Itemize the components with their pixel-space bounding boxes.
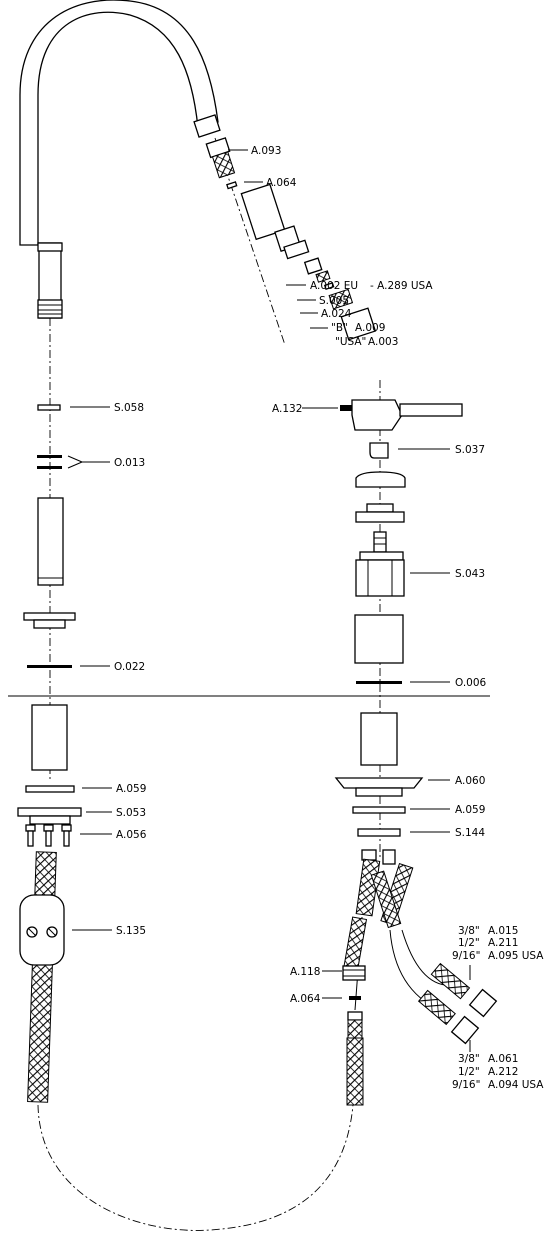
label-a060: A.060 — [455, 775, 485, 787]
supply-hoses — [370, 849, 498, 1052]
label-s053: S.053 — [116, 807, 146, 819]
hose-top-code-1: A.015 — [488, 925, 518, 937]
label-s005: S.005 — [319, 295, 349, 307]
label-s058: S.058 — [114, 402, 144, 414]
label-o013: O.013 — [114, 457, 145, 469]
label-a093: A.093 — [251, 145, 281, 157]
hose-bottom-code-2: A.212 — [488, 1066, 518, 1078]
label-s037: S.037 — [455, 444, 485, 456]
hose-top-code-3: A.095 USA — [488, 950, 544, 962]
leader-lines — [67, 149, 450, 999]
label-a064-top: A.064 — [266, 177, 297, 189]
label-a009: A.009 — [355, 322, 385, 334]
a118-hose — [342, 916, 368, 1106]
label-a003: A.003 — [368, 336, 398, 348]
label-b-tag: "B" — [331, 322, 348, 334]
hose-top-code-2: A.211 — [488, 937, 518, 949]
hose-loop — [37, 1104, 354, 1231]
label-a289: - A.289 USA — [370, 280, 433, 292]
label-s144: S.144 — [455, 827, 485, 839]
part-labels: A.093 A.064 A.002 EU - A.289 USA S.005 A… — [114, 145, 544, 1091]
label-a024: A.024 — [321, 308, 352, 320]
hose-bottom-size-3: 9/16" — [452, 1079, 480, 1091]
label-usa-tag: "USA" — [335, 336, 366, 348]
hose-top-size-3: 9/16" — [452, 950, 480, 962]
label-a059-left: A.059 — [116, 783, 146, 795]
label-s135: S.135 — [116, 925, 146, 937]
spout-gooseneck — [19, 0, 221, 319]
label-a059-right: A.059 — [455, 804, 485, 816]
left-hose — [19, 851, 65, 1103]
hose-bottom-code-3: A.094 USA — [488, 1079, 544, 1091]
hose-bottom-code-1: A.061 — [488, 1053, 518, 1065]
hose-top-size-2: 1/2" — [458, 937, 480, 949]
label-a002: A.002 EU — [310, 280, 358, 292]
right-column-parts — [334, 399, 463, 837]
label-a064-bottom: A.064 — [290, 993, 321, 1005]
hose-top-size-1: 3/8" — [458, 925, 480, 937]
label-a118: A.118 — [290, 966, 320, 978]
label-a056: A.056 — [116, 829, 147, 841]
hose-bottom-size-1: 3/8" — [458, 1053, 480, 1065]
label-o006: O.006 — [455, 677, 487, 689]
label-o022: O.022 — [114, 661, 145, 673]
spray-head-parts — [205, 137, 377, 341]
label-a132: A.132 — [272, 403, 302, 415]
hose-bottom-size-2: 1/2" — [458, 1066, 480, 1078]
left-column-parts — [17, 404, 82, 847]
label-s043: S.043 — [455, 568, 485, 580]
